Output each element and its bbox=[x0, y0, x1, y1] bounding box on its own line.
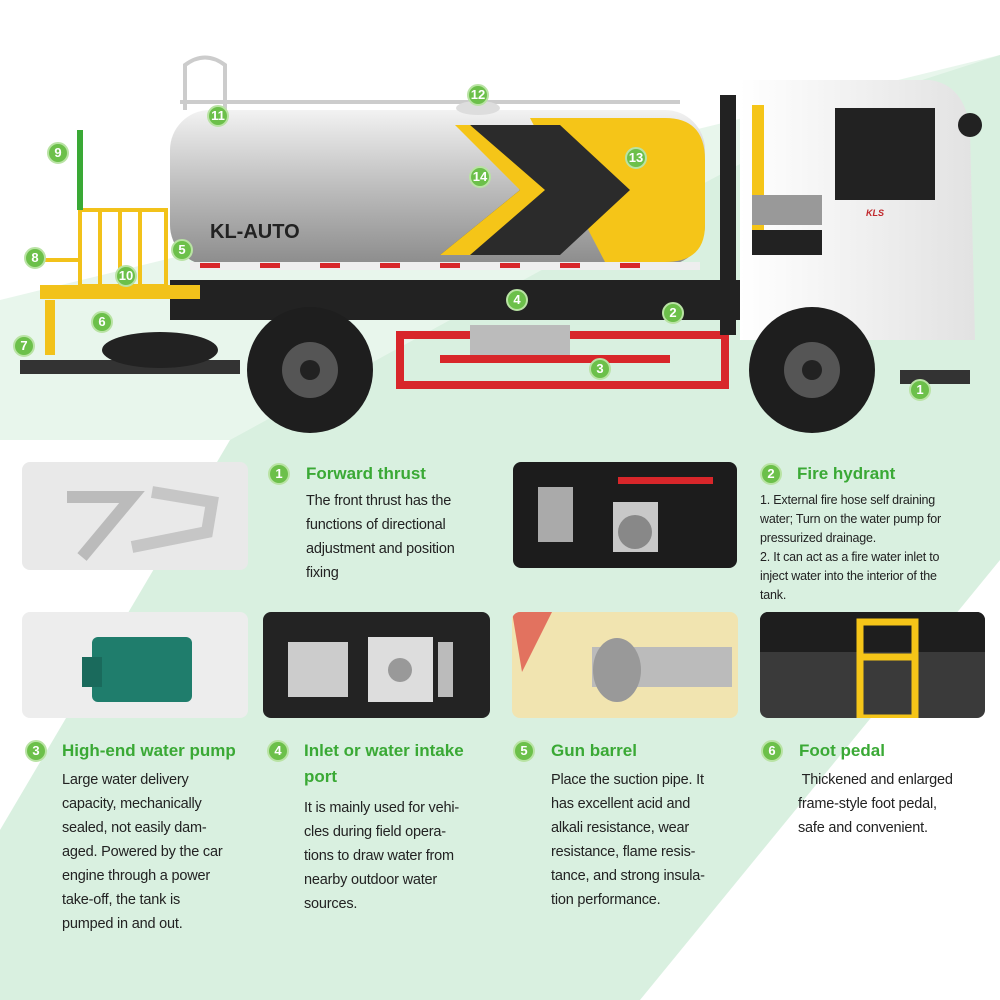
feature-6-title: Foot pedal bbox=[799, 741, 885, 760]
callout-13: 13 bbox=[625, 147, 647, 169]
feature-3-badge: 3 bbox=[25, 740, 47, 762]
brand-logo: KL-AUTO bbox=[210, 221, 300, 243]
water-tanker-truck: KL-AUTO KLS bbox=[20, 55, 982, 433]
callout-8: 8 bbox=[24, 247, 46, 269]
feature-5-title: Gun barrel bbox=[551, 741, 637, 760]
wheel-icon bbox=[749, 307, 875, 433]
callout-6: 6 bbox=[91, 311, 113, 333]
callout-5: 5 bbox=[171, 239, 193, 261]
foot-pedal-photo bbox=[760, 612, 985, 718]
water-intake-photo bbox=[263, 612, 490, 718]
callout-1: 1 bbox=[909, 379, 931, 401]
callout-4: 4 bbox=[506, 289, 528, 311]
feature-4-badge: 4 bbox=[267, 740, 289, 762]
feature-1-title: Forward thrust bbox=[306, 464, 426, 483]
callout-2: 2 bbox=[662, 302, 684, 324]
gun-barrel-photo bbox=[512, 612, 738, 718]
callout-11: 11 bbox=[207, 105, 229, 127]
water-pump-photo bbox=[22, 612, 248, 718]
callout-12: 12 bbox=[467, 84, 489, 106]
callout-9: 9 bbox=[47, 142, 69, 164]
feature-2-title: Fire hydrant bbox=[797, 464, 896, 483]
wheel-icon bbox=[247, 307, 373, 433]
feature-3-title: High-end water pump bbox=[62, 741, 236, 760]
feature-2-badge: 2 bbox=[760, 463, 782, 485]
callout-10: 10 bbox=[115, 265, 137, 287]
feature-6-badge: 6 bbox=[761, 740, 783, 762]
callout-14: 14 bbox=[469, 166, 491, 188]
cab-badge: KLS bbox=[866, 208, 884, 218]
feature-1-badge: 1 bbox=[268, 463, 290, 485]
callout-3: 3 bbox=[589, 358, 611, 380]
feature-5-badge: 5 bbox=[513, 740, 535, 762]
fire-hydrant-photo bbox=[513, 462, 737, 568]
forward-thrust-photo bbox=[22, 462, 248, 570]
feature-4-description: It is mainly used for vehi-cles during f… bbox=[304, 800, 459, 912]
callout-7: 7 bbox=[13, 335, 35, 357]
